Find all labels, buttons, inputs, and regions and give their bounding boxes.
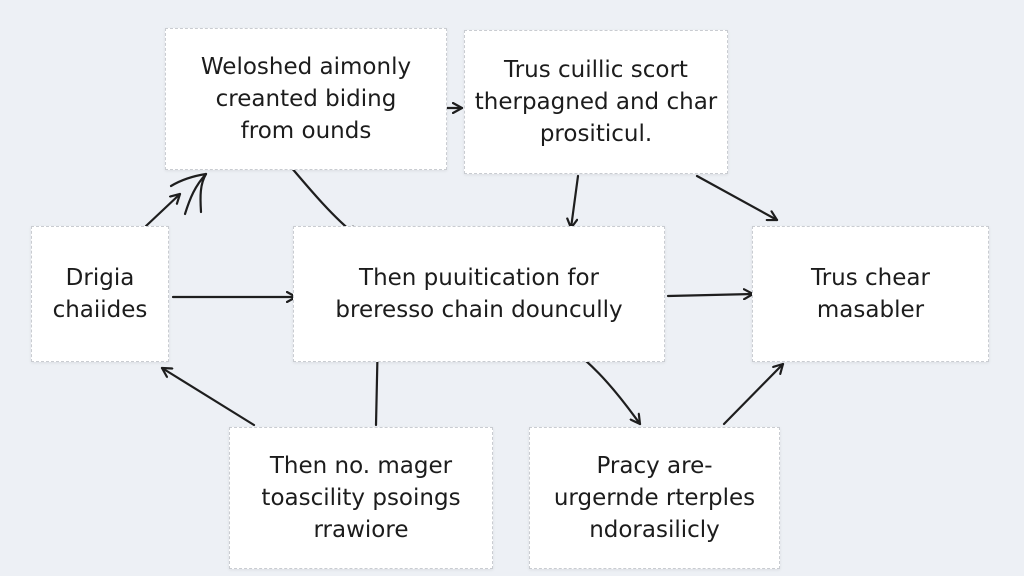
arrow-n2-to-n4 bbox=[571, 174, 580, 230]
arrow-n2-to-n5 bbox=[695, 174, 779, 220]
node-top-left: Weloshed aimonly creanted biding from ou… bbox=[165, 28, 447, 170]
node-bottom-left: Then no. mager toascility psoings rrawio… bbox=[229, 427, 493, 569]
node-text-line: chaiides bbox=[52, 297, 148, 323]
arrow-n7-to-n5 bbox=[722, 362, 785, 426]
node-text-line: Drigia bbox=[65, 265, 135, 291]
node-text-line: toascility psoings bbox=[261, 485, 461, 511]
node-text-line: masabler bbox=[816, 297, 925, 323]
node-text-line: Trus cuillic scort bbox=[504, 57, 688, 83]
node-text-line: urgernde rterples bbox=[553, 485, 756, 511]
node-text-line: from ounds bbox=[240, 118, 372, 144]
node-text-line: Trus chear bbox=[811, 265, 930, 291]
node-middle-right: Trus chear masabler bbox=[752, 226, 989, 362]
node-center: Then puuitication for breresso chain dou… bbox=[293, 226, 665, 362]
node-bottom-right: Pracy are- urgernde rterples ndorasilicl… bbox=[529, 427, 780, 569]
node-top-right: Trus cuillic scort therpagned and char p… bbox=[464, 30, 728, 174]
node-text-line: breresso chain douncully bbox=[335, 297, 623, 323]
node-text-line: Then puuitication for bbox=[359, 265, 599, 291]
arrow-n1-to-n4 bbox=[283, 158, 359, 238]
node-text-line: Then no. mager bbox=[269, 453, 453, 479]
node-text-line: ndorasilicly bbox=[589, 517, 720, 543]
arrow-n6-to-n3 bbox=[160, 366, 256, 427]
arrow-n3-to-n1-stroke-b bbox=[199, 172, 208, 214]
node-text-line: creanted biding bbox=[215, 86, 397, 112]
node-text-line: prositicul. bbox=[539, 121, 653, 147]
node-middle-left: Drigia chaiides bbox=[31, 226, 169, 362]
arrow-n3-to-n1-stroke-a bbox=[183, 172, 208, 216]
arrow-n3-to-n1-stroke-c bbox=[169, 172, 208, 188]
node-text-line: therpagned and char bbox=[474, 89, 718, 115]
arrow-n4-to-n5 bbox=[666, 294, 755, 296]
node-text-line: Weloshed aimonly bbox=[200, 54, 412, 80]
arrow-n3-to-n1 bbox=[144, 192, 182, 228]
node-text-line: rrawiore bbox=[313, 517, 409, 543]
node-text-line: Pracy are- bbox=[596, 453, 713, 479]
